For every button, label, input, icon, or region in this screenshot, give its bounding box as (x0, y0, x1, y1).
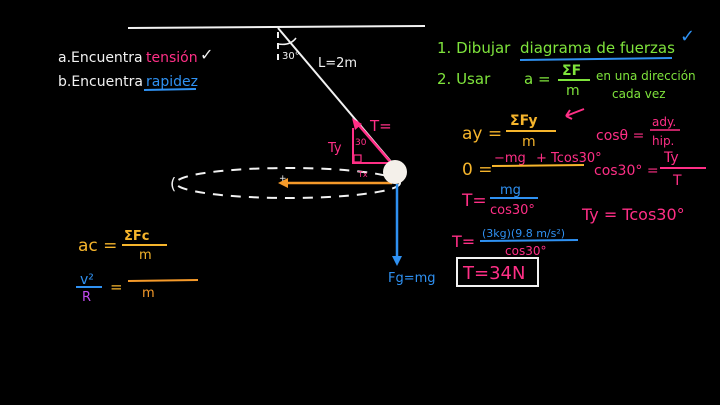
step-2-suffix2: cada vez (612, 87, 666, 101)
ball (383, 160, 407, 184)
angle-arc (277, 37, 297, 46)
task-b-word: rapidez (146, 74, 198, 90)
cos-num: ady. (652, 115, 676, 129)
task-a-word: tensión (146, 50, 198, 66)
ty-label: Ty (327, 141, 342, 156)
ceiling-line (127, 25, 426, 29)
centripetal-arrowhead (278, 178, 288, 188)
t1-num: mg (500, 183, 521, 198)
step-2-suffix: en una dirección (596, 69, 696, 83)
v-num: v² (80, 272, 94, 288)
zero-num-t: + Tcos30° (536, 151, 602, 166)
zero-num-mg: −mg (494, 151, 526, 166)
cos30-num: Ty (663, 150, 679, 166)
path-end-mark: ( (170, 174, 176, 193)
t1-den: cos30° (490, 203, 535, 218)
ty-equation: Ty = Tcos30° (581, 205, 685, 224)
step-1-underlined: diagrama de fuerzas (520, 39, 675, 57)
length-label: L=2m (318, 56, 357, 71)
step-2-num: ΣF (562, 63, 581, 79)
zero-lhs: 0 = (462, 160, 492, 180)
tension-arrowhead (352, 118, 362, 130)
inner-angle-label: 30 (355, 138, 367, 148)
right-angle-mark (353, 154, 362, 163)
step-1-underline (519, 57, 673, 61)
result-text: T=34N (462, 263, 525, 284)
angle-label: 30° (282, 51, 300, 62)
result-box (456, 257, 539, 287)
t2-fraction-bar (479, 239, 579, 242)
gravity-arrowhead (392, 256, 402, 266)
t2-num: (3kg)(9.8 m/s²) (482, 227, 565, 240)
ay-num: ΣFy (510, 113, 538, 129)
cos-lhs: cosθ = (596, 128, 644, 144)
check-icon: ✓ (200, 45, 213, 64)
ay-den: m (522, 134, 536, 150)
v-rhs-fraction-bar (127, 279, 199, 282)
ac-num: ΣFc (124, 229, 149, 244)
v-equals: = (110, 278, 123, 296)
step-1-prefix: 1. Dibujar (437, 39, 511, 57)
rapidez-underline (143, 88, 197, 91)
ac-lhs: ac = (78, 236, 117, 256)
gravity-label: Fg=mg (388, 271, 436, 286)
v-rhs-den: m (142, 286, 155, 301)
circular-path (175, 167, 401, 199)
step-2-prefix: 2. Usar (437, 70, 491, 88)
step-2-den: m (566, 83, 580, 99)
check-icon: ✓ (680, 26, 695, 47)
cos30-den: T (672, 173, 682, 189)
tx-label: Tx (357, 170, 368, 179)
center-mark: + (279, 174, 287, 184)
cos30-lhs: cos30° = (594, 163, 659, 179)
task-b-prefix: b.Encuentra (58, 74, 143, 90)
zero-fraction-bar (491, 164, 585, 167)
t1-lhs: T= (461, 191, 487, 211)
ac-den: m (139, 248, 152, 263)
ay-lhs: ay = (462, 124, 502, 144)
v-den: R (82, 290, 91, 305)
t2-lhs: T= (451, 232, 475, 251)
pointer-arrow-icon (565, 108, 585, 120)
tension-vector (355, 121, 394, 166)
tension-label: T= (369, 117, 392, 135)
task-a-prefix: a.Encuentra (58, 50, 143, 66)
step-2-lhs: a = (524, 70, 551, 88)
cos-den: hip. (652, 134, 674, 148)
t2-den: cos30° (505, 244, 546, 258)
